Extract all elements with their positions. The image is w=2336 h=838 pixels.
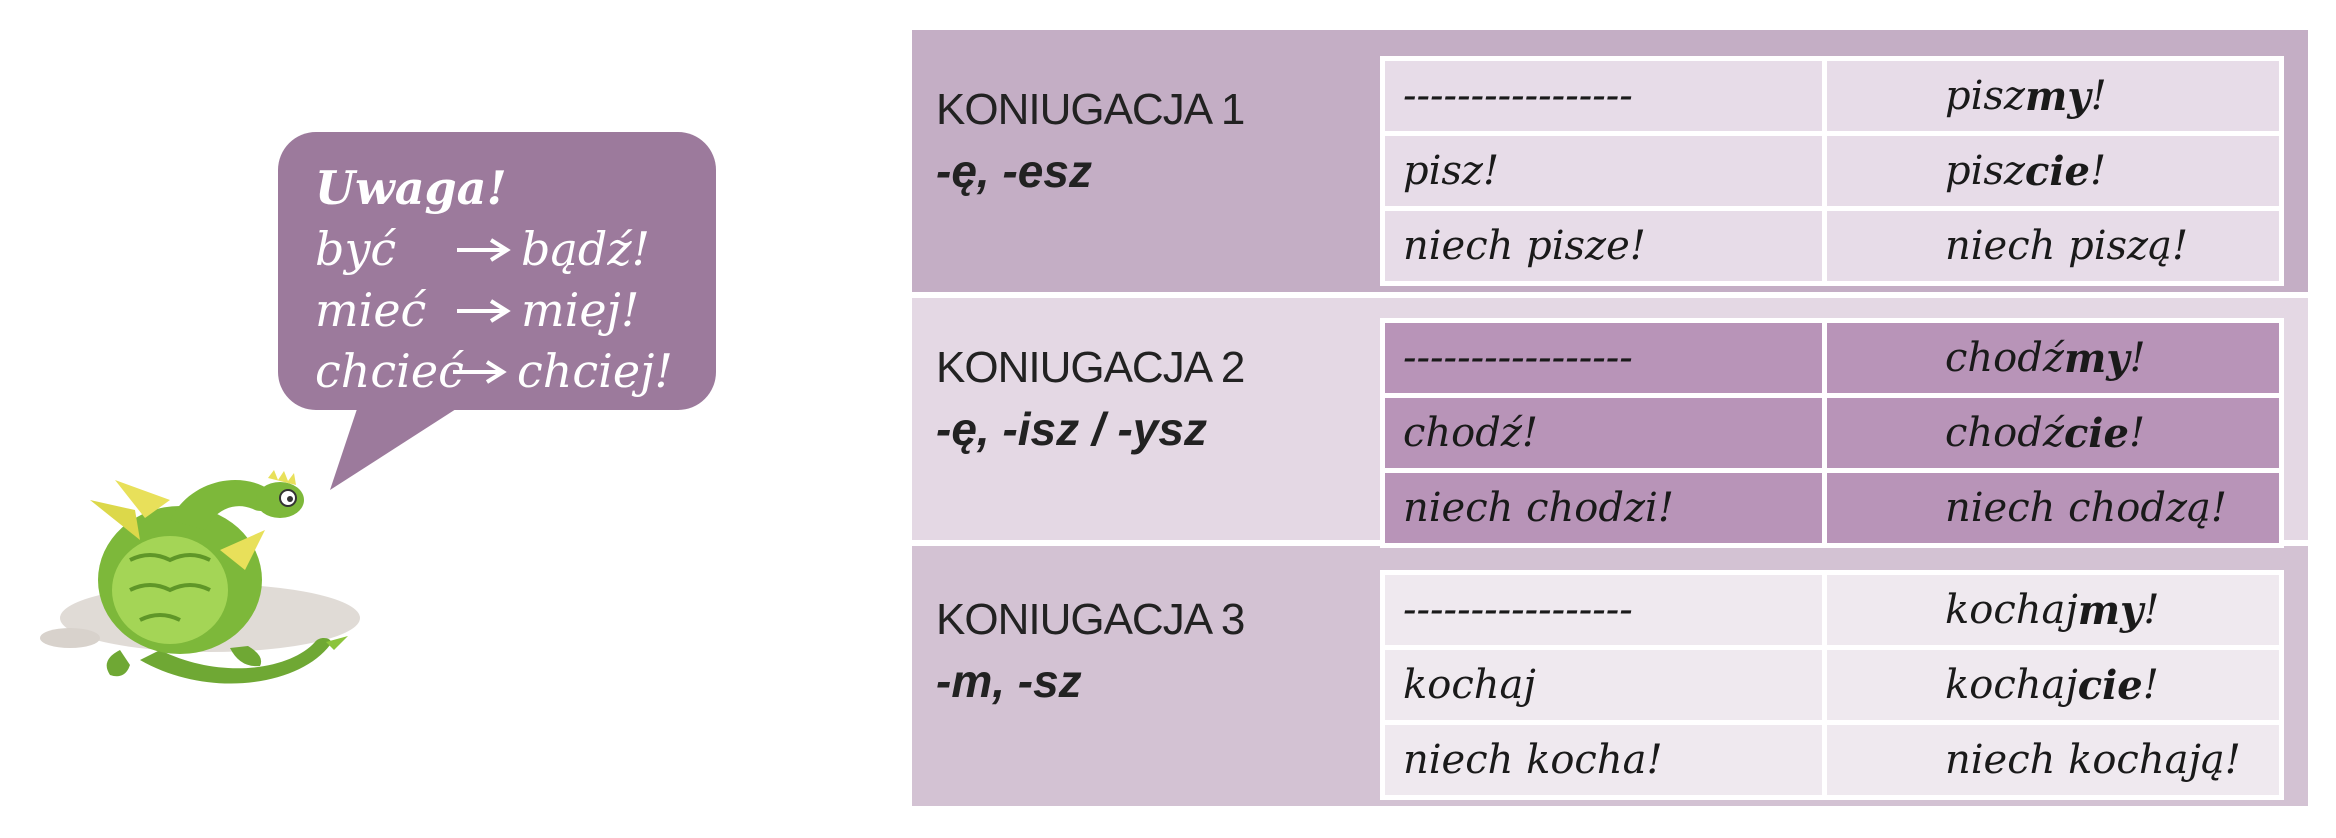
callout-row: być bądź!: [315, 219, 673, 280]
table-row: niech pisze! niech piszą!: [1385, 206, 2279, 281]
infinitive: mieć: [315, 283, 427, 337]
arrow-right-icon: [457, 237, 511, 262]
plural-form: niech chodzą!: [1945, 485, 2227, 531]
imperative: chciej!: [517, 344, 673, 398]
callout-row: chcieć chciej!: [315, 341, 673, 402]
dragon-mascot-icon: [40, 470, 360, 684]
plural-form: niech kochają!: [1945, 737, 2241, 783]
conjugation-label: KONIUGACJA 2 -ę, -isz / -ysz: [936, 338, 1245, 460]
conjugation-title: KONIUGACJA 2: [936, 343, 1245, 392]
singular-form: niech chodzi!: [1385, 473, 1827, 543]
plural-form: niech piszą!: [1945, 223, 2189, 269]
conjugation-endings: -ę, -esz: [936, 145, 1092, 197]
singular-form: niech kocha!: [1385, 725, 1827, 795]
table-row: niech kocha! niech kochają!: [1385, 720, 2279, 795]
singular-form: -----------------: [1385, 61, 1827, 131]
conjugation-label: KONIUGACJA 3 -m, -sz: [936, 590, 1245, 712]
callout-bubble: [278, 132, 716, 410]
conjugation-table: KONIUGACJA 1 -ę, -esz ----------------- …: [912, 30, 2308, 806]
imperative: miej!: [521, 283, 640, 337]
singular-form: kochaj: [1385, 650, 1827, 720]
arrow-right-icon: [457, 298, 511, 323]
callout-tail: [330, 400, 470, 490]
table-row: niech chodzi! niech chodzą!: [1385, 468, 2279, 543]
singular-form: -----------------: [1385, 323, 1827, 393]
singular-form: chodź!: [1385, 398, 1827, 468]
conjugation-title: KONIUGACJA 1: [936, 85, 1245, 134]
callout-content: Uwaga! być bądź! mieć miej! chcieć chcie…: [315, 158, 673, 402]
column-divider: [1825, 292, 1830, 298]
conjugation-label: KONIUGACJA 1 -ę, -esz: [936, 80, 1245, 202]
arrow-right-icon: [453, 359, 507, 384]
infinitive: być: [315, 222, 397, 276]
conjugation-title: KONIUGACJA 3: [936, 595, 1245, 644]
callout-title: Uwaga!: [315, 161, 507, 215]
singular-form: -----------------: [1385, 575, 1827, 645]
callout-row: mieć miej!: [315, 280, 673, 341]
infinitive: chcieć: [315, 344, 464, 398]
singular-form: pisz!: [1385, 136, 1827, 206]
conjugation-endings: -m, -sz: [936, 655, 1082, 707]
conjugation-endings: -ę, -isz / -ysz: [936, 403, 1207, 455]
singular-form: niech pisze!: [1385, 211, 1827, 281]
imperative: bądź!: [521, 222, 651, 276]
